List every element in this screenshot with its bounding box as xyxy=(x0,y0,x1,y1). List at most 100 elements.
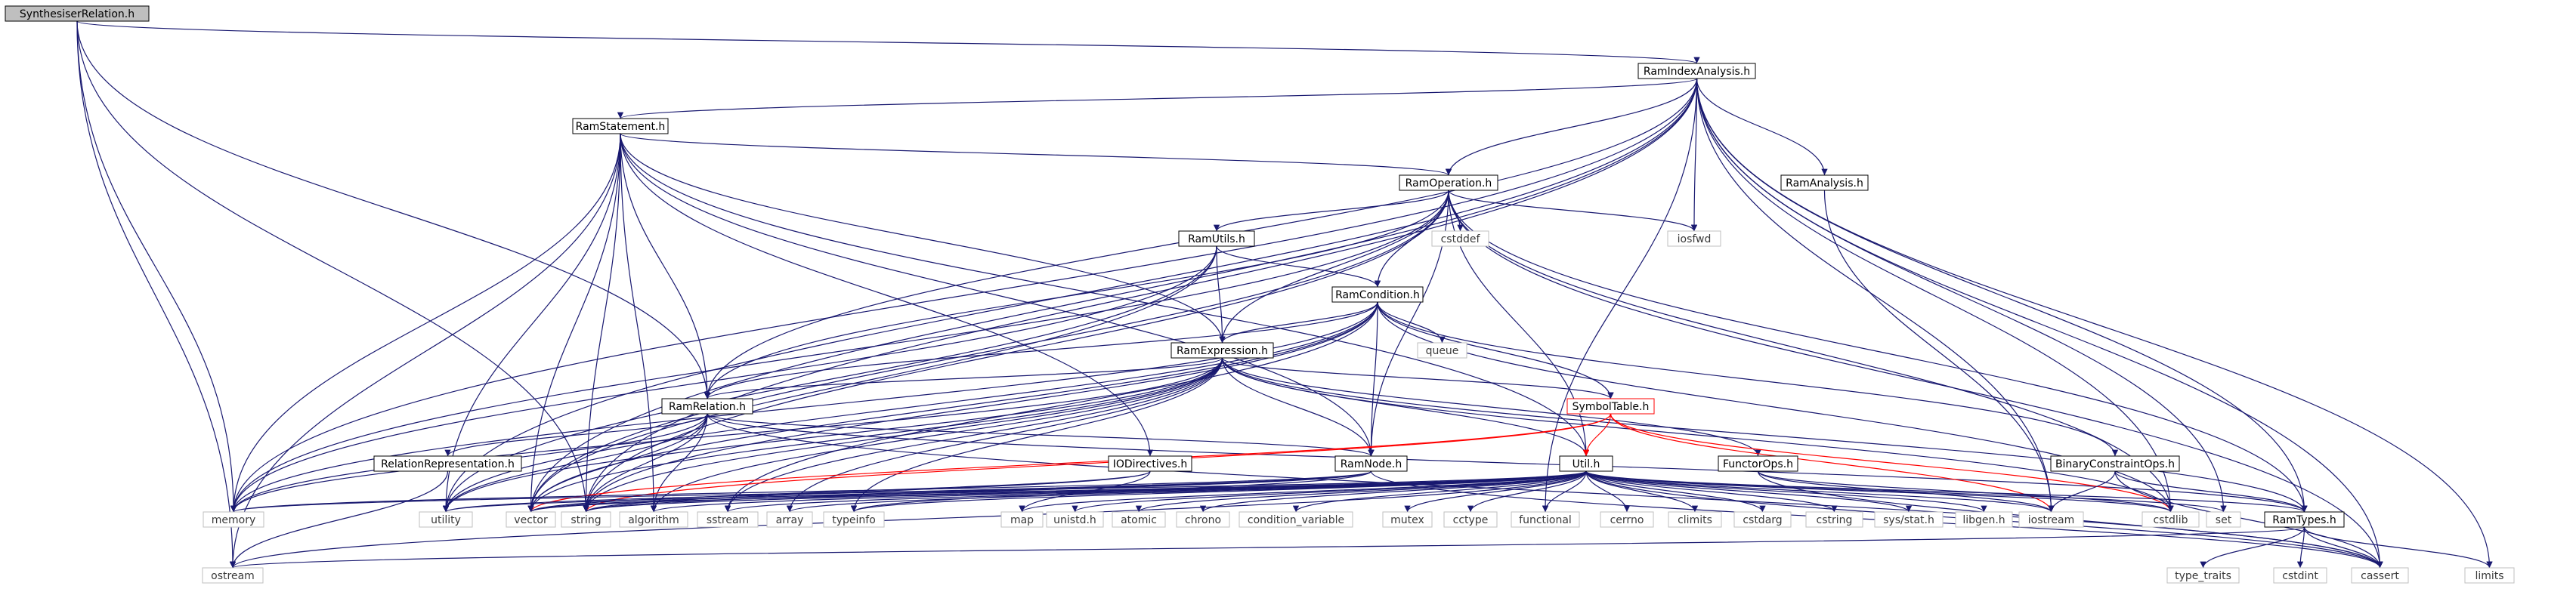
edge-symboltable-to-string xyxy=(583,413,1612,513)
edge-ramcondition-to-utility xyxy=(442,301,1378,513)
node-label: RamUtils.h xyxy=(1188,233,1245,245)
node-label: IODirectives.h xyxy=(1113,458,1187,470)
node-cerrno: cerrno xyxy=(1600,511,1654,528)
node-ramindexanalysis[interactable]: RamIndexAnalysis.h xyxy=(1637,63,1756,79)
node-ramanalysis[interactable]: RamAnalysis.h xyxy=(1780,174,1869,191)
edge-ramnode-to-string xyxy=(583,470,1372,513)
node-label: sys/stat.h xyxy=(1883,514,1934,526)
edge-ramutils-to-memory xyxy=(230,245,1217,513)
node-label: sstream xyxy=(707,514,749,526)
edge-symboltable-to-util xyxy=(1582,413,1612,457)
node-ramrelation[interactable]: RamRelation.h xyxy=(661,398,753,415)
node-string: string xyxy=(561,511,611,528)
edge-ramcondition-to-ramexpression xyxy=(1219,301,1378,344)
node-ramutils[interactable]: RamUtils.h xyxy=(1178,230,1255,247)
node-climits: climits xyxy=(1668,511,1722,528)
node-label: BinaryConstraintOps.h xyxy=(2055,458,2175,470)
node-ramoperation[interactable]: RamOperation.h xyxy=(1399,174,1498,191)
edge-ramtypes-to-type_traits xyxy=(2200,526,2305,569)
node-ramstatement[interactable]: RamStatement.h xyxy=(572,118,669,134)
edge-util-to-condvar xyxy=(1292,470,1587,513)
node-box xyxy=(419,511,473,528)
edge-ramindexanalysis-to-string xyxy=(583,78,1698,513)
edge-ramcondition-to-memory xyxy=(230,301,1378,513)
edge-binaryconstraintops-to-ramtypes xyxy=(2114,470,2308,513)
node-label: SynthesiserRelation.h xyxy=(20,8,135,20)
edge-synthesiserrelation-to-ramindexanalysis xyxy=(76,20,1699,64)
edge-ramexpression-to-functorops xyxy=(1221,357,1761,457)
edge-ramrelation-to-utility xyxy=(442,413,708,513)
node-box xyxy=(1431,230,1489,247)
node-ramexpression[interactable]: RamExpression.h xyxy=(1170,342,1274,359)
node-label: limits xyxy=(2475,570,2503,582)
node-functorops[interactable]: FunctorOps.h xyxy=(1718,455,1798,472)
node-cstring: cstring xyxy=(1805,511,1863,528)
node-label: chrono xyxy=(1185,514,1221,526)
node-limits: limits xyxy=(2464,567,2515,584)
node-label: RamOperation.h xyxy=(1406,177,1492,190)
node-type-traits: type_traits xyxy=(2166,567,2240,584)
edge-ramcondition-to-queue xyxy=(1377,301,1446,344)
node-ramnode[interactable]: RamNode.h xyxy=(1334,455,1408,472)
node-label: map xyxy=(1010,514,1034,526)
edge-ramstatement-to-iodirectives xyxy=(620,133,1154,457)
node-binaryconstraintops[interactable]: BinaryConstraintOps.h xyxy=(2050,455,2180,472)
edge-ramoperation-to-cassert xyxy=(1448,190,2383,569)
edge-ramtypes-to-cassert xyxy=(2303,526,2383,569)
edge-ramnode-to-vector xyxy=(527,470,1372,513)
node-box xyxy=(1667,230,1721,247)
edge-ramexpression-to-util xyxy=(1221,357,1590,457)
node-synthesiserrelation[interactable]: SynthesiserRelation.h xyxy=(5,5,150,22)
node-box xyxy=(697,511,759,528)
edge-ramoperation-to-string xyxy=(583,190,1449,513)
node-ramcondition[interactable]: RamCondition.h xyxy=(1331,286,1424,303)
edge-ramindexanalysis-to-memory xyxy=(230,78,1698,513)
edge-ramcondition-to-vector xyxy=(527,301,1378,513)
node-symboltable[interactable]: SymbolTable.h xyxy=(1566,398,1655,415)
edge-ramstatement-to-utility xyxy=(442,133,621,513)
edge-ramoperation-to-memory xyxy=(230,190,1449,513)
node-box xyxy=(1511,511,1580,528)
node-label: functional xyxy=(1519,514,1572,526)
node-box xyxy=(1733,511,1792,528)
node-box xyxy=(5,5,150,22)
node-label: RamAnalysis.h xyxy=(1786,177,1863,190)
node-label: string xyxy=(571,514,601,526)
node-queue: queue xyxy=(1417,342,1467,359)
edge-util-to-libgen xyxy=(1585,470,1987,513)
node-box xyxy=(823,511,885,528)
node-box xyxy=(1178,230,1255,247)
edge-ramtypes-to-limits xyxy=(2303,526,2493,569)
node-chrono: chrono xyxy=(1176,511,1230,528)
node-box xyxy=(1331,286,1424,303)
node-box xyxy=(2206,511,2241,528)
node-label: typeinfo xyxy=(832,514,876,526)
edge-util-to-typeinfo xyxy=(851,470,1587,513)
node-atomic: atomic xyxy=(1112,511,1166,528)
node-label: cstring xyxy=(1817,514,1853,526)
node-mutex: mutex xyxy=(1382,511,1433,528)
edge-ramcondition-to-string xyxy=(583,301,1378,513)
node-util[interactable]: Util.h xyxy=(1559,455,1613,472)
node-label: cerrno xyxy=(1610,514,1644,526)
node-ramtypes[interactable]: RamTypes.h xyxy=(2264,511,2345,528)
node-iodirectives[interactable]: IODirectives.h xyxy=(1108,455,1192,472)
node-label: libgen.h xyxy=(1962,514,2005,526)
node-box xyxy=(1176,511,1230,528)
node-box xyxy=(1417,342,1467,359)
edge-binaryconstraintops-to-cassert xyxy=(2114,470,2383,569)
node-label: ostream xyxy=(211,570,255,582)
node-iosfwd: iosfwd xyxy=(1667,230,1721,247)
node-relationrepresentation[interactable]: RelationRepresentation.h xyxy=(373,455,522,472)
node-label: mutex xyxy=(1390,514,1424,526)
edge-ramstatement-to-util xyxy=(620,133,1590,457)
node-label: unistd.h xyxy=(1053,514,1096,526)
edge-ramutils-to-utility xyxy=(442,245,1217,513)
edge-iodirectives-to-vector xyxy=(527,470,1151,513)
node-label: cstdlib xyxy=(2153,514,2188,526)
node-box xyxy=(1046,511,1104,528)
node-label: RamIndexAnalysis.h xyxy=(1644,66,1750,78)
node-label: RamStatement.h xyxy=(576,121,666,133)
node-box xyxy=(373,455,522,472)
edge-util-to-cstring xyxy=(1585,470,1838,513)
